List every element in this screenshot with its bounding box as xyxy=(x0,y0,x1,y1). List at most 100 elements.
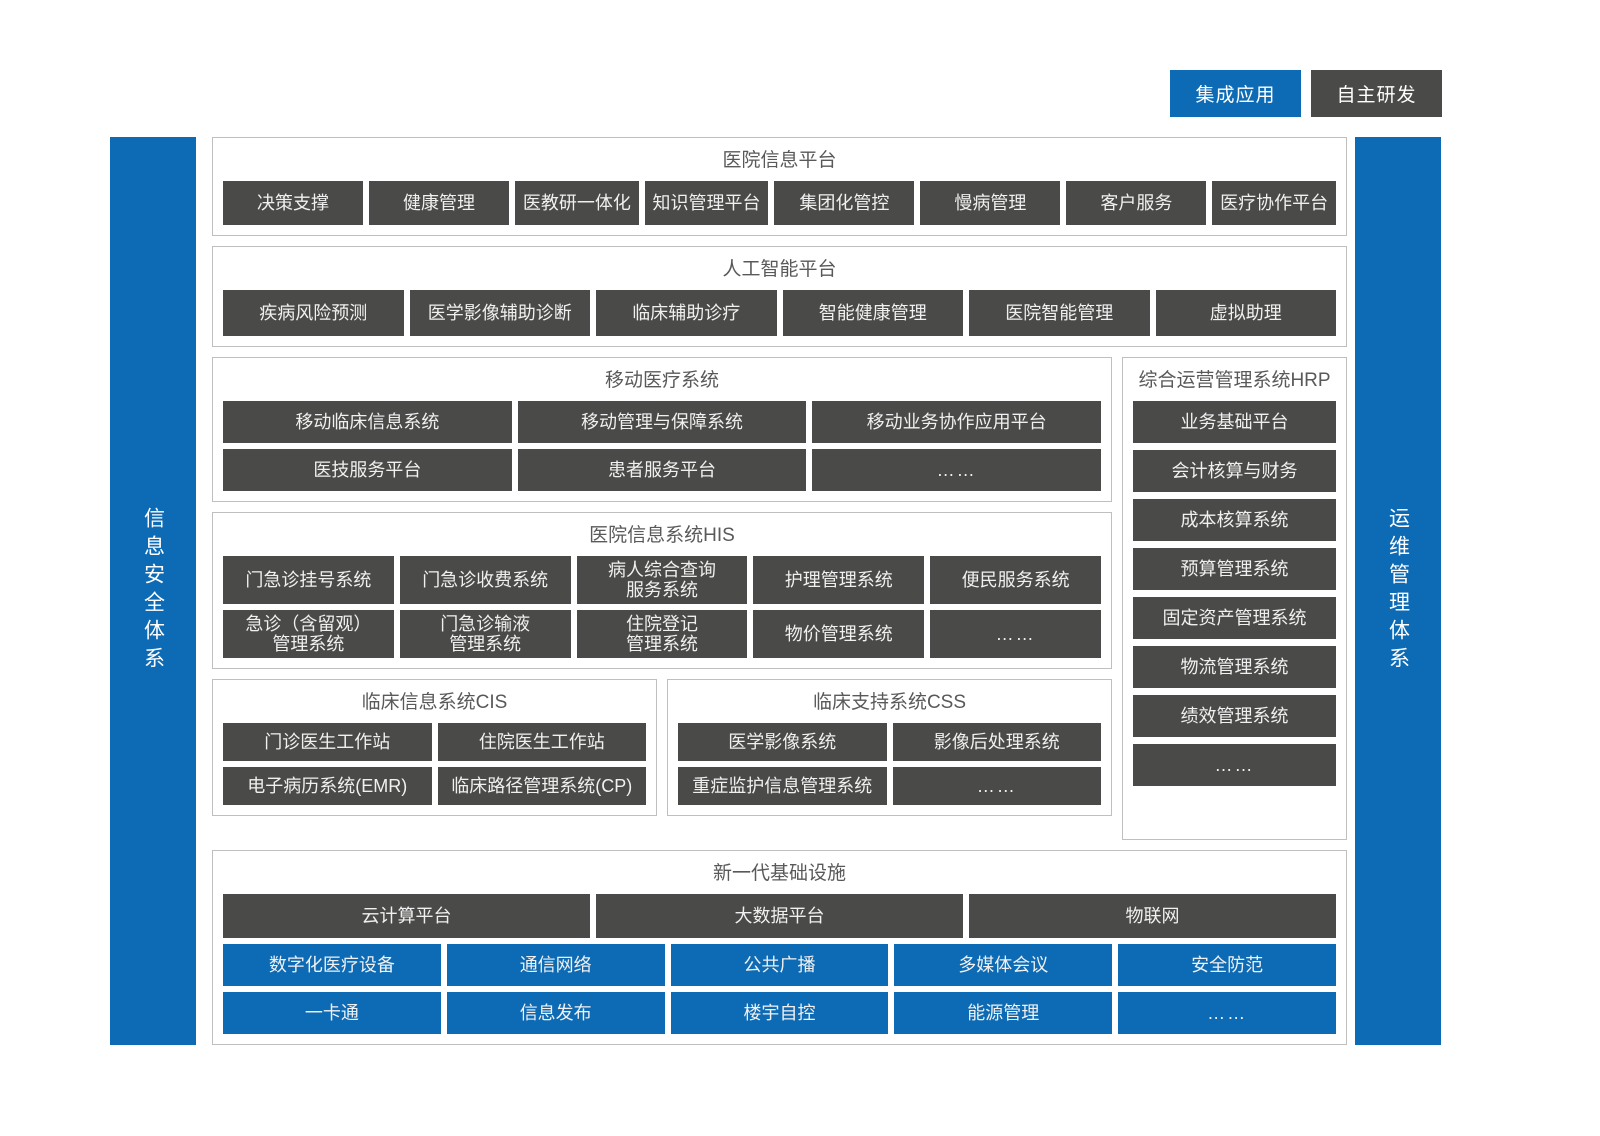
panel-hrp: 综合运营管理系统HRP 业务基础平台 会计核算与财务 成本核算系统 预算管理系统… xyxy=(1122,357,1347,840)
box-big-data-platform[interactable]: 大数据平台 xyxy=(596,894,963,938)
box-medical-technology-service-platform[interactable]: 医技服务平台 xyxy=(223,449,512,491)
box-clinical-pathway-system[interactable]: 临床路径管理系统(CP) xyxy=(437,767,646,805)
box-customer-service[interactable]: 客户服务 xyxy=(1066,181,1207,225)
main-column: 医院信息平台 决策支撑 健康管理 医教研一体化 知识管理平台 集团化管控 慢病管… xyxy=(212,137,1347,1045)
box-business-foundation-platform[interactable]: 业务基础平台 xyxy=(1133,401,1336,443)
legend: 集成应用 自主研发 xyxy=(1170,70,1442,117)
css-row-2: 重症监护信息管理系统 …… xyxy=(678,767,1101,805)
box-image-post-processing-system[interactable]: 影像后处理系统 xyxy=(892,723,1101,761)
box-inpatient-registration-management-system[interactable]: 住院登记 管理系统 xyxy=(576,610,748,658)
side-bar-left-label: 信息安全体系 xyxy=(141,507,165,675)
panel-title-hospital-information-platform: 医院信息平台 xyxy=(722,150,837,171)
box-virtual-assistant[interactable]: 虚拟助理 xyxy=(1155,290,1336,336)
panel-title-infrastructure: 新一代基础设施 xyxy=(712,863,846,884)
box-price-management-system[interactable]: 物价管理系统 xyxy=(753,610,925,658)
his-row-1: 门急诊挂号系统 门急诊收费系统 病人综合查询 服务系统 护理管理系统 便民服务系… xyxy=(223,556,1101,604)
ai-platform-row: 疾病风险预测 医学影像辅助诊断 临床辅助诊疗 智能健康管理 医院智能管理 虚拟助… xyxy=(223,290,1336,336)
box-medical-education-research[interactable]: 医教研一体化 xyxy=(515,181,639,225)
box-building-automation[interactable]: 楼宇自控 xyxy=(670,992,889,1034)
box-patient-inquiry-service-system[interactable]: 病人综合查询 服务系统 xyxy=(576,556,748,604)
infrastructure-blue-row-1: 数字化医疗设备 通信网络 公共广播 多媒体会议 安全防范 xyxy=(223,944,1336,986)
box-nursing-management-system[interactable]: 护理管理系统 xyxy=(753,556,925,604)
box-health-management[interactable]: 健康管理 xyxy=(369,181,509,225)
box-chronic-disease-management[interactable]: 慢病管理 xyxy=(920,181,1061,225)
box-outpatient-billing-system[interactable]: 门急诊收费系统 xyxy=(399,556,571,604)
panel-title-hrp: 综合运营管理系统HRP xyxy=(1138,370,1331,391)
panel-title-cis: 临床信息系统CIS xyxy=(361,692,508,713)
box-internet-of-things[interactable]: 物联网 xyxy=(969,894,1336,938)
side-bar-operations-management: 运维管理体系 xyxy=(1355,137,1441,1045)
box-infusion-management-system[interactable]: 门急诊输液 管理系统 xyxy=(399,610,571,658)
hrp-region: 综合运营管理系统HRP 业务基础平台 会计核算与财务 成本核算系统 预算管理系统… xyxy=(1122,357,1347,840)
hrp-list: 业务基础平台 会计核算与财务 成本核算系统 预算管理系统 固定资产管理系统 物流… xyxy=(1133,401,1336,829)
box-performance-management-system[interactable]: 绩效管理系统 xyxy=(1133,695,1336,737)
box-outpatient-registration-system[interactable]: 门急诊挂号系统 xyxy=(223,556,394,604)
box-knowledge-management-platform[interactable]: 知识管理平台 xyxy=(644,181,769,225)
box-accounting-finance[interactable]: 会计核算与财务 xyxy=(1133,450,1336,492)
box-cost-accounting-system[interactable]: 成本核算系统 xyxy=(1133,499,1336,541)
box-icu-information-management-system[interactable]: 重症监护信息管理系统 xyxy=(678,767,887,805)
box-security-protection[interactable]: 安全防范 xyxy=(1118,944,1336,986)
box-medical-imaging-system[interactable]: 医学影像系统 xyxy=(678,723,887,761)
box-inpatient-doctor-workstation[interactable]: 住院医生工作站 xyxy=(437,723,646,761)
box-energy-management[interactable]: 能源管理 xyxy=(894,992,1113,1034)
middle-region: 移动医疗系统 移动临床信息系统 移动管理与保障系统 移动业务协作应用平台 医技服… xyxy=(212,357,1347,840)
box-emr-system[interactable]: 电子病历系统(EMR) xyxy=(223,767,432,805)
box-all-in-one-card[interactable]: 一卡通 xyxy=(223,992,441,1034)
box-group-management-control[interactable]: 集团化管控 xyxy=(774,181,915,225)
box-decision-support[interactable]: 决策支撑 xyxy=(223,181,363,225)
panel-cis: 临床信息系统CIS 门诊医生工作站 住院医生工作站 电子病历系统(EMR) 临床… xyxy=(212,679,657,816)
his-row-2: 急诊（含留观） 管理系统 门急诊输液 管理系统 住院登记 管理系统 物价管理系统… xyxy=(223,610,1101,658)
cis-row-2: 电子病历系统(EMR) 临床路径管理系统(CP) xyxy=(223,767,646,805)
box-infrastructure-more[interactable]: …… xyxy=(1118,992,1336,1034)
infrastructure-dark-row: 云计算平台 大数据平台 物联网 xyxy=(223,894,1336,938)
panel-his: 医院信息系统HIS 门急诊挂号系统 门急诊收费系统 病人综合查询 服务系统 护理… xyxy=(212,512,1112,669)
panel-title-his: 医院信息系统HIS xyxy=(589,525,735,546)
box-information-publishing[interactable]: 信息发布 xyxy=(446,992,665,1034)
box-budget-management-system[interactable]: 预算管理系统 xyxy=(1133,548,1336,590)
box-medical-collaboration-platform[interactable]: 医疗协作平台 xyxy=(1212,181,1337,225)
side-bar-right-label: 运维管理体系 xyxy=(1386,507,1410,675)
box-logistics-management-system[interactable]: 物流管理系统 xyxy=(1133,646,1336,688)
box-hospital-intelligent-management[interactable]: 医院智能管理 xyxy=(969,290,1150,336)
panel-ai-platform: 人工智能平台 疾病风险预测 医学影像辅助诊断 临床辅助诊疗 智能健康管理 医院智… xyxy=(212,246,1347,347)
box-convenience-service-system[interactable]: 便民服务系统 xyxy=(930,556,1101,604)
panel-infrastructure: 新一代基础设施 云计算平台 大数据平台 物联网 数字化医疗设备 通信网络 公共广… xyxy=(212,850,1347,1045)
box-clinical-assisted-diagnosis[interactable]: 临床辅助诊疗 xyxy=(596,290,777,336)
cis-row-1: 门诊医生工作站 住院医生工作站 xyxy=(223,723,646,761)
infrastructure-blue-row-2: 一卡通 信息发布 楼宇自控 能源管理 …… xyxy=(223,992,1336,1034)
box-digital-medical-equipment[interactable]: 数字化医疗设备 xyxy=(223,944,441,986)
panel-title-ai-platform: 人工智能平台 xyxy=(722,259,837,280)
box-emergency-observation-management-system[interactable]: 急诊（含留观） 管理系统 xyxy=(223,610,394,658)
legend-item-integrated-app: 集成应用 xyxy=(1170,70,1301,117)
hospital-platform-row: 决策支撑 健康管理 医教研一体化 知识管理平台 集团化管控 慢病管理 客户服务 … xyxy=(223,181,1337,225)
panel-title-mobile-medical-system: 移动医疗系统 xyxy=(604,370,719,391)
box-mobile-management-support-system[interactable]: 移动管理与保障系统 xyxy=(517,401,807,443)
panel-mobile-medical-system: 移动医疗系统 移动临床信息系统 移动管理与保障系统 移动业务协作应用平台 医技服… xyxy=(212,357,1112,502)
box-communication-network[interactable]: 通信网络 xyxy=(446,944,665,986)
box-cloud-computing-platform[interactable]: 云计算平台 xyxy=(223,894,590,938)
box-disease-risk-prediction[interactable]: 疾病风险预测 xyxy=(223,290,404,336)
mobile-system-row-1: 移动临床信息系统 移动管理与保障系统 移动业务协作应用平台 xyxy=(223,401,1102,443)
box-mobile-clinical-info-system[interactable]: 移动临床信息系统 xyxy=(223,401,512,443)
css-row-1: 医学影像系统 影像后处理系统 xyxy=(678,723,1101,761)
box-his-more[interactable]: …… xyxy=(930,610,1101,658)
box-outpatient-doctor-workstation[interactable]: 门诊医生工作站 xyxy=(223,723,432,761)
box-mobile-more[interactable]: …… xyxy=(812,449,1102,491)
box-hrp-more[interactable]: …… xyxy=(1133,744,1336,786)
box-multimedia-conference[interactable]: 多媒体会议 xyxy=(894,944,1113,986)
panel-css: 临床支持系统CSS 医学影像系统 影像后处理系统 重症监护信息管理系统 …… xyxy=(667,679,1112,816)
side-bar-information-security: 信息安全体系 xyxy=(110,137,196,1045)
panel-title-css: 临床支持系统CSS xyxy=(812,692,967,713)
box-fixed-asset-management-system[interactable]: 固定资产管理系统 xyxy=(1133,597,1336,639)
box-mobile-business-collaboration-platform[interactable]: 移动业务协作应用平台 xyxy=(812,401,1102,443)
box-public-broadcasting[interactable]: 公共广播 xyxy=(670,944,889,986)
box-css-more[interactable]: …… xyxy=(892,767,1101,805)
box-medical-imaging-diagnosis[interactable]: 医学影像辅助诊断 xyxy=(409,290,590,336)
box-intelligent-health-management[interactable]: 智能健康管理 xyxy=(782,290,963,336)
middle-left-stack: 移动医疗系统 移动临床信息系统 移动管理与保障系统 移动业务协作应用平台 医技服… xyxy=(212,357,1112,840)
box-patient-service-platform[interactable]: 患者服务平台 xyxy=(517,449,807,491)
cis-css-region: 临床信息系统CIS 门诊医生工作站 住院医生工作站 电子病历系统(EMR) 临床… xyxy=(212,679,1112,816)
panel-hospital-information-platform: 医院信息平台 决策支撑 健康管理 医教研一体化 知识管理平台 集团化管控 慢病管… xyxy=(212,137,1347,236)
